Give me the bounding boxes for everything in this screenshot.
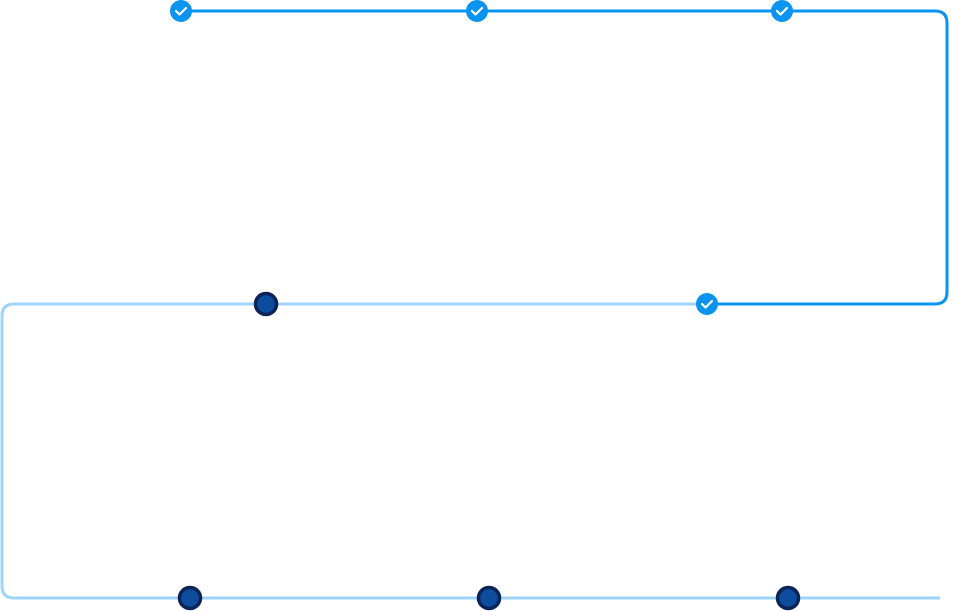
- step-node-1-completed: [170, 0, 192, 22]
- dot-icon: [253, 291, 279, 317]
- step-node-2-completed: [466, 0, 488, 22]
- step-node-6-pending: [177, 585, 203, 611]
- completed-track: [181, 9, 949, 306]
- step-node-7-pending: [476, 585, 502, 611]
- step-nodes: [170, 0, 801, 611]
- step-node-4-completed: [696, 293, 718, 315]
- dot-icon: [177, 585, 203, 611]
- pending-track: [0, 302, 940, 600]
- step-node-5-pending: [253, 291, 279, 317]
- completed-node: [466, 0, 488, 22]
- dot-icon: [775, 585, 801, 611]
- check-icon: [174, 6, 188, 16]
- step-node-3-completed: [771, 0, 793, 22]
- dot-icon: [476, 585, 502, 611]
- check-icon: [470, 6, 484, 16]
- completed-node: [771, 0, 793, 22]
- completed-node: [696, 293, 718, 315]
- check-icon: [775, 6, 789, 16]
- completed-node: [170, 0, 192, 22]
- step-node-8-pending: [775, 585, 801, 611]
- check-icon: [700, 299, 714, 309]
